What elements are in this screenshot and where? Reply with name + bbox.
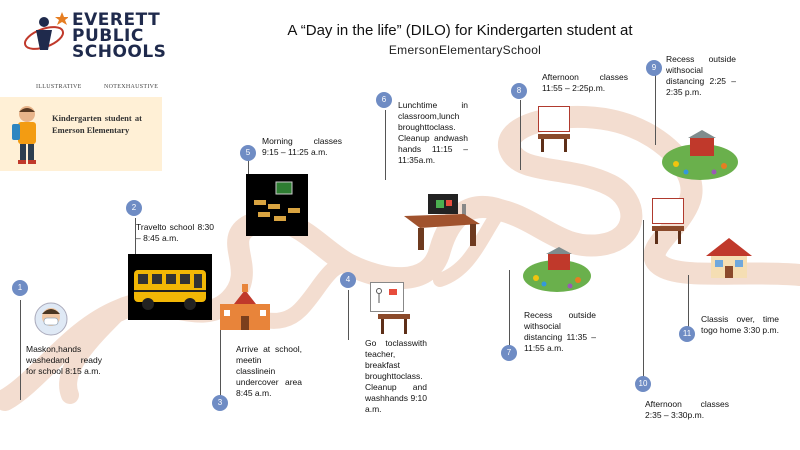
desk-icon <box>538 134 570 152</box>
connector-line <box>248 160 249 180</box>
step-badge: 4 <box>340 272 356 288</box>
step-5-text: Morning classes 9:15 – 11:25 a.m. <box>262 136 342 157</box>
step-badge: 11 <box>679 326 695 342</box>
house-icon <box>704 236 754 278</box>
step-9-text: Recess outside withsocial distancing 2:2… <box>666 54 736 97</box>
connector-line <box>655 75 656 145</box>
school-building-icon <box>216 282 274 332</box>
desk-icon <box>378 314 410 334</box>
connector-line <box>220 330 221 410</box>
teacher-desk-icon <box>400 190 482 252</box>
step-6-text: Lunchtime in classroom,lunch broughttocl… <box>398 100 468 165</box>
step-badge: 9 <box>646 60 662 76</box>
whiteboard-icon <box>538 106 570 132</box>
illustrative-tag: ILLUSTRATIVE <box>36 84 82 90</box>
connector-line <box>135 218 136 278</box>
page-title: A “Day in the life” (DILO) for Kindergar… <box>287 22 633 39</box>
connector-line <box>520 100 521 170</box>
connector-line <box>643 220 644 380</box>
step-2-text: Travelto school 8:30 – 8:45 a.m. <box>136 222 214 243</box>
chalkboard-classroom-icon <box>246 174 308 236</box>
logo-wordmark: EVERETT PUBLIC SCHOOLS <box>72 10 167 62</box>
connector-line <box>509 270 510 350</box>
masked-child-icon <box>34 302 68 336</box>
step-8-text: Afternoon classes 11:55 – 2:25p.m. <box>542 72 628 93</box>
whiteboard-icon <box>652 198 684 224</box>
not-exhaustive-tag: NOTEXHAUSTIVE <box>104 84 159 90</box>
step-badge: 2 <box>126 200 142 216</box>
student-icon <box>8 104 46 166</box>
playground-icon <box>522 246 592 294</box>
step-badge: 1 <box>12 280 28 296</box>
step-badge: 8 <box>511 83 527 99</box>
step-badge: 7 <box>501 345 517 361</box>
intro-text: Kindergarten student at Emerson Elementa… <box>52 113 142 135</box>
step-badge: 10 <box>635 376 651 392</box>
step-1-text: Maskon,hands washedand ready for school … <box>26 344 102 376</box>
step-badge: 3 <box>212 395 228 411</box>
school-logo-icon <box>22 10 69 56</box>
connector-line <box>688 275 689 330</box>
step-11-text: Classis over, time togo home 3:30 p.m. <box>701 314 779 335</box>
page-subtitle: EmersonElementarySchool <box>388 43 542 57</box>
whiteboard-icon <box>370 282 404 312</box>
desk-icon <box>652 226 684 244</box>
step-badge: 5 <box>240 145 256 161</box>
step-3-text: Arrive at school, meetin classlinein und… <box>236 344 302 398</box>
step-10-text: Afternoon classes 2:35 – 3:30p.m. <box>645 399 729 420</box>
playground-icon <box>660 128 740 182</box>
step-4-text: Go toclasswith teacher, breakfast brough… <box>365 338 427 414</box>
connector-line <box>20 300 21 400</box>
connector-line <box>385 110 386 180</box>
step-7-text: Recess outside withsocial distancing 11:… <box>524 310 596 353</box>
connector-line <box>348 290 349 340</box>
step-badge: 6 <box>376 92 392 108</box>
school-bus-icon <box>128 254 212 320</box>
